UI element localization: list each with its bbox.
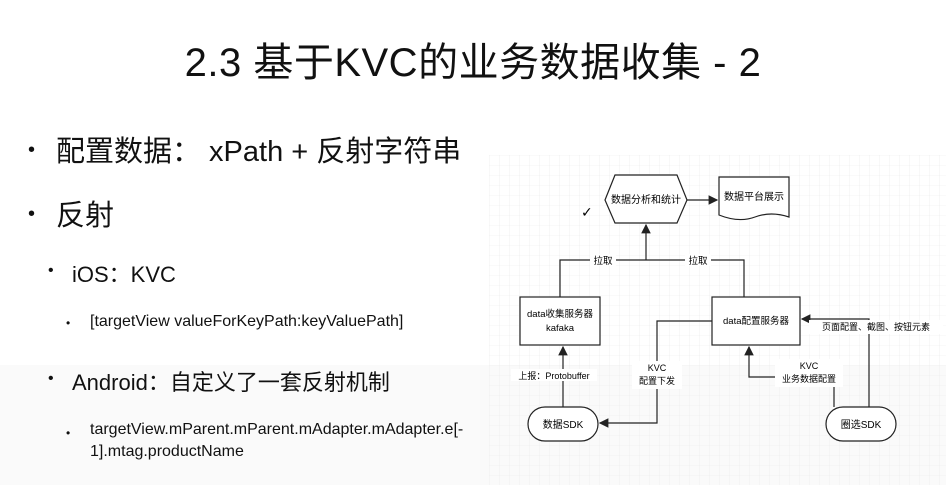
pull-left-line	[559, 259, 646, 297]
bullet-reflection: 反射	[56, 200, 115, 232]
kvc-down-label-bg	[632, 361, 682, 389]
kvc-biz-label-2: 业务数据配置	[782, 373, 836, 384]
circle-sdk-node-shape	[825, 406, 897, 442]
data-sdk-label: 数据SDK	[543, 418, 584, 431]
collect-server-label-1: data收集服务器	[527, 308, 593, 320]
display-node-label: 数据平台展示	[724, 190, 784, 203]
bullet-dot: •	[28, 203, 36, 225]
bullet-dot: •	[48, 262, 54, 279]
kvc-biz-label-bg	[775, 359, 843, 387]
bullet-ios-code: [targetView valueForKeyPath:keyValuePath…	[90, 313, 404, 330]
bullet-config-data: 配置数据： xPath + 反射字符串	[56, 136, 462, 168]
slide-title: 2.3 基于KVC的业务数据收集 - 2	[184, 41, 762, 85]
page-config-label-bg	[809, 320, 943, 334]
bullet-android-code: targetView.mParent.mParent.mAdapter.mAda…	[90, 421, 464, 460]
page-config-label: 页面配置、截图、按钮元素	[822, 321, 930, 332]
pull-right-label: 拉取	[688, 255, 708, 267]
pull-right-line	[646, 259, 745, 297]
report-label-bg	[511, 369, 597, 381]
kvc-down-label-2: 配置下发	[639, 375, 675, 386]
bullet-dot: •	[48, 370, 54, 387]
checkmark-icon: ✓	[581, 205, 593, 221]
display-node-shape	[718, 176, 790, 221]
bullet-dot: •	[66, 316, 71, 330]
bullet-ios-kvc: iOS：KVC	[72, 262, 176, 287]
collect-server-label-2: kafaka	[546, 323, 575, 334]
report-label: 上报：Protobuffer	[518, 370, 589, 381]
architecture-diagram: 数据分析和统计 数据平台展示 data收集服务器 kafaka data配置服务…	[489, 155, 946, 485]
kvc-down-label-1: KVC	[648, 363, 667, 373]
analysis-node-label: 数据分析和统计	[611, 193, 681, 206]
kvc-biz-label-1: KVC	[800, 361, 819, 371]
pull-left-label-bg	[590, 254, 616, 266]
page-config-arrow	[800, 314, 870, 407]
bullet-dot: •	[66, 426, 71, 440]
config-server-label: data配置服务器	[723, 315, 789, 327]
collect-server-node-shape	[519, 296, 601, 346]
config-server-node-shape	[711, 296, 801, 346]
bullet-android: Android：自定义了一套反射机制	[72, 370, 390, 395]
pull-right-label-bg	[685, 254, 711, 266]
pull-left-label: 拉取	[593, 255, 613, 267]
circle-sdk-label: 圈选SDK	[841, 418, 882, 431]
bullet-dot: •	[28, 139, 36, 161]
